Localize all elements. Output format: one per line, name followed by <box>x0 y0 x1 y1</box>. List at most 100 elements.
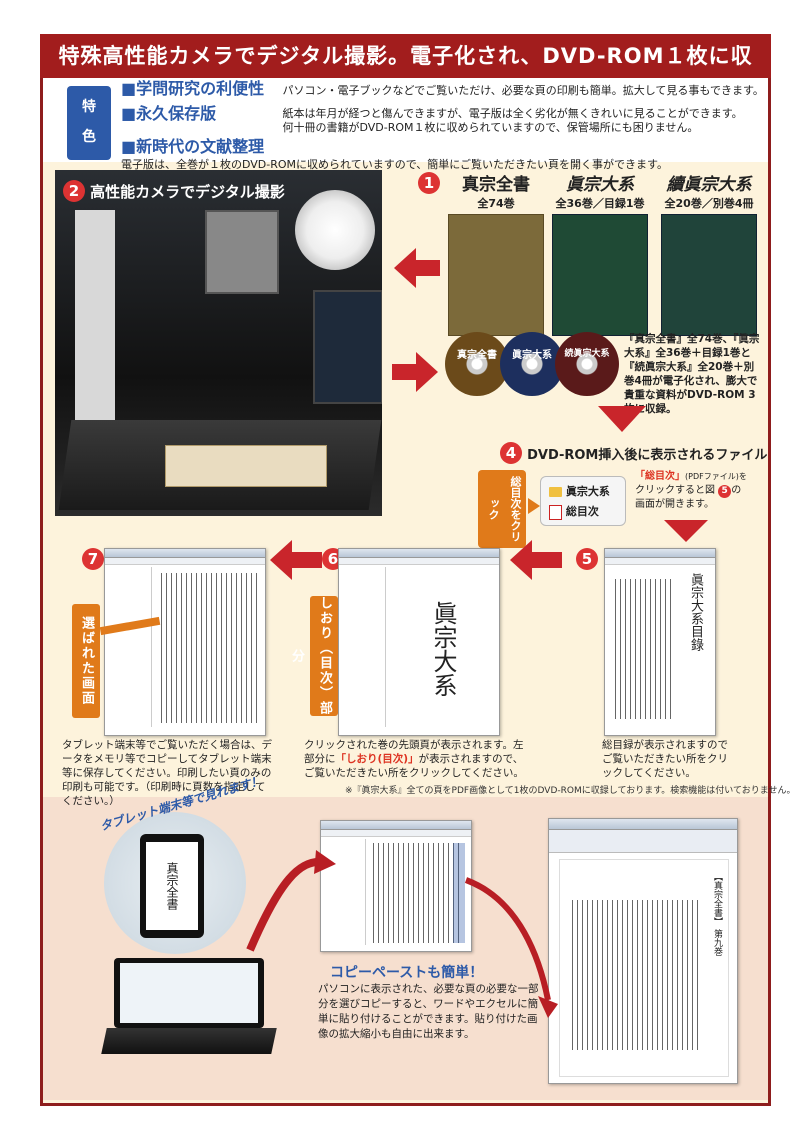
file-item-pdf[interactable]: 総目次 <box>549 503 599 520</box>
step2-title: 2 高性能カメラでデジタル撮影 <box>63 180 285 202</box>
feature-research: ■学問研究の利便性 パソコン・電子ブックなどでご覧いただけ、必要な頁の印刷も簡単… <box>121 79 764 98</box>
word-ribbon <box>549 830 737 853</box>
feature-heading: ■永久保存版 <box>121 104 217 123</box>
step-number: 5 <box>576 548 598 570</box>
page-text <box>373 843 463 943</box>
feature-heading: ■新時代の文献整理 <box>121 137 265 156</box>
step4-title: 4 DVD-ROM挿入後に表示されるファイル <box>500 442 767 464</box>
arrow-left-3 <box>510 540 562 580</box>
lamp <box>295 190 375 270</box>
arrow-left-1 <box>394 248 440 288</box>
arrow-down-1 <box>598 406 646 432</box>
book-volumes: 全74巻 <box>477 197 515 210</box>
note-file: 「総目次」 <box>635 471 685 482</box>
features-badge: 特 色 <box>67 86 111 160</box>
note-text: の <box>731 485 742 496</box>
step7-number: 7 <box>82 548 104 570</box>
book-1: 真宗全書 全74巻 <box>446 170 546 336</box>
cover-title: 眞宗大系 <box>429 601 457 697</box>
file-list: 眞宗大系 総目次 <box>540 476 626 526</box>
window-title <box>549 819 737 830</box>
bookmark-pane <box>343 567 386 727</box>
disc-label: 眞宗大系 <box>512 350 552 361</box>
arrow-down-2 <box>664 520 708 542</box>
window-title <box>339 549 499 558</box>
word-doc-title: 【真宗全書】 第九巻 <box>712 872 722 956</box>
screenshot-step7 <box>104 548 266 736</box>
feature-desc: 電子版は、全巻が１枚のDVD-ROMに収められていますので、簡単にご覧いただきた… <box>121 158 668 171</box>
step-label: DVD-ROM挿入後に表示されるファイル <box>527 448 768 463</box>
arrow-head <box>314 850 336 874</box>
book-title: 眞宗大系 <box>566 175 634 195</box>
note-step: 5 <box>718 485 732 498</box>
page-text <box>161 573 257 723</box>
disc-label: 真宗全書 <box>457 350 497 361</box>
window-title <box>605 549 715 558</box>
tablet-device: 真宗全書 <box>140 834 204 938</box>
tag-pointer <box>528 498 540 514</box>
laptop <box>101 958 277 1058</box>
feature-desc-line2: 何十冊の書籍がDVD-ROM１枚に収められていますので、保管場所にも困りません。 <box>282 121 699 134</box>
step5-number: 5 <box>576 548 598 570</box>
camera-photo: 2 高性能カメラでデジタル撮影 <box>55 170 382 516</box>
feature-desc-line1: 紙本は年月が経つと傷んできますが、電子版は全く劣化が無くきれいに見ることができま… <box>282 107 743 120</box>
book-volumes: 全36巻／目録1巻 <box>555 197 645 210</box>
arrow-head <box>270 540 292 580</box>
laptop-screen <box>120 963 258 1023</box>
arrow-curve-laptop <box>246 857 323 952</box>
window-menu <box>321 830 471 837</box>
copy-body: パソコンに表示された、必要な頁の必要な一部分を選びコピーすると、ワードやエクセル… <box>318 983 539 1040</box>
screenshot-step6: 眞宗大系 <box>338 548 500 736</box>
word-pasted-text <box>572 900 702 1050</box>
step-number: 2 <box>63 180 85 202</box>
bookmark-pane <box>325 839 366 945</box>
arrow-head <box>538 996 558 1018</box>
footnote: ※『眞宗大系』全ての頁をPDF画像として1枚のDVD-ROMに収録しております。… <box>345 786 796 796</box>
step-number: 1 <box>418 172 440 194</box>
book-title: 真宗全書 <box>462 175 530 195</box>
click-tag: 総目次をクリック <box>478 470 526 548</box>
note-text: クリックすると図 <box>635 485 715 496</box>
book-cover <box>448 214 544 336</box>
disc-1 <box>445 332 509 396</box>
selection-highlight <box>453 843 465 943</box>
note-text: 画面が開きます。 <box>635 499 714 510</box>
arrow-body <box>292 552 322 568</box>
window-title <box>105 549 265 558</box>
laptop-lid <box>114 958 264 1028</box>
step5-caption: 総目録が表示されますのでご覧いただきたい所をクリックしてください。 <box>602 739 728 779</box>
pdf-icon <box>549 504 562 520</box>
file-item-folder[interactable]: 眞宗大系 <box>549 483 610 499</box>
book-cover <box>552 214 648 336</box>
bookmark-pane <box>109 567 152 727</box>
step6-caption: クリックされた巻の先頭頁が表示されます。左部分に「しおり(目次)」が表示されます… <box>304 738 524 780</box>
feature-permanent: ■永久保存版 紙本は年月が経つと傷んできますが、電子版は全く劣化が無くきれいに見… <box>121 104 743 135</box>
window-menu <box>105 558 265 565</box>
word-page: 【真宗全書】 第九巻 <box>559 859 729 1077</box>
contents-title: 眞宗大系目錄 <box>688 573 703 651</box>
window-menu <box>605 558 715 565</box>
folder-icon <box>549 487 562 497</box>
screenshot-word: 【真宗全書】 第九巻 <box>548 818 738 1084</box>
arrow-curve-word <box>464 877 551 1001</box>
arrow-head <box>510 540 532 580</box>
arrow-body <box>392 364 416 380</box>
badge-char-1: 特 <box>82 99 96 115</box>
discs-caption: 『真宗全書』全74巻、『眞宗大系』全36巻＋目録1巻と『続眞宗大系』全20巻＋別… <box>624 333 760 415</box>
feature-heading: ■学問研究の利便性 <box>121 79 265 98</box>
arrow-body <box>532 552 562 568</box>
step6-tag: しおり（目次）部分 <box>289 596 338 716</box>
book-title: 續眞宗大系 <box>666 175 752 195</box>
caption-emphasis: 「しおり(目次)」 <box>335 753 419 765</box>
open-book <box>165 445 327 487</box>
step-number: 4 <box>500 442 522 464</box>
arrow-head <box>394 248 416 288</box>
note-type: (PDFファイル)を <box>685 472 747 481</box>
badge-char-2: 色 <box>82 129 96 145</box>
caption-text: が表示されますので、ご覧いただきたい所をクリックしてください。 <box>304 753 524 779</box>
book-3: 續眞宗大系 全20巻／別巻4冊 <box>654 170 764 336</box>
step7-tag: 選ばれた画面 <box>72 604 100 718</box>
camera-head <box>205 210 279 294</box>
